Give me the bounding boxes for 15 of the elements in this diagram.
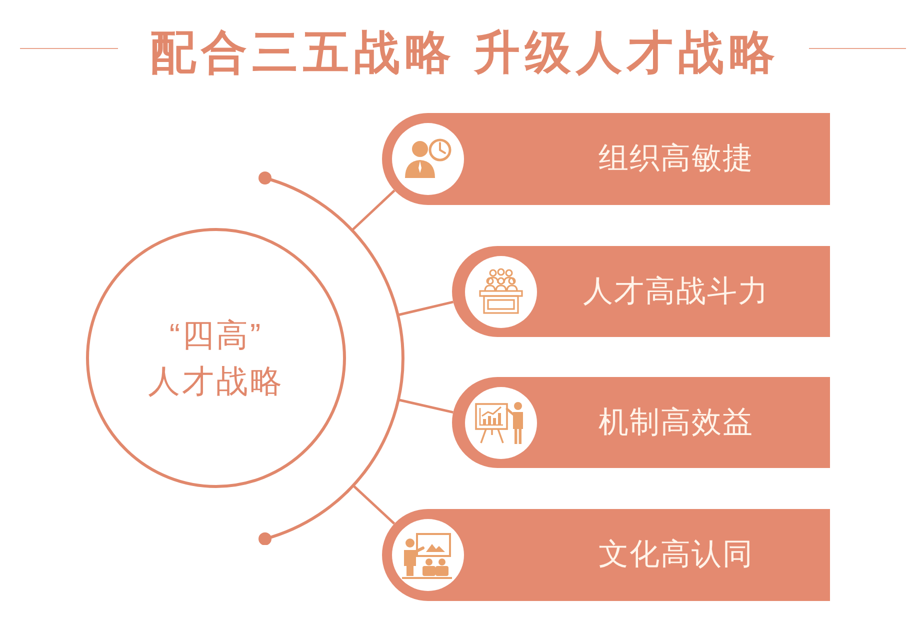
connector-line <box>398 398 454 414</box>
title: 配合三五战略 升级人才战略 <box>150 29 780 75</box>
rounded-bar <box>382 113 830 205</box>
bar-label: 机制高效益 <box>598 404 754 440</box>
rounded-bar <box>382 509 830 601</box>
connector-line <box>352 484 396 525</box>
rounded-bar <box>452 377 830 468</box>
connector-line <box>352 190 396 231</box>
circle-label: 人才战略 <box>148 362 284 401</box>
bar-label: 组织高敏捷 <box>598 141 754 177</box>
connector-line <box>398 300 454 316</box>
circle-label: “四高” <box>169 316 263 355</box>
bar-label: 文化高认同 <box>598 537 754 573</box>
rounded-bar <box>452 246 830 337</box>
bar-label: 人才高战斗力 <box>583 274 769 310</box>
